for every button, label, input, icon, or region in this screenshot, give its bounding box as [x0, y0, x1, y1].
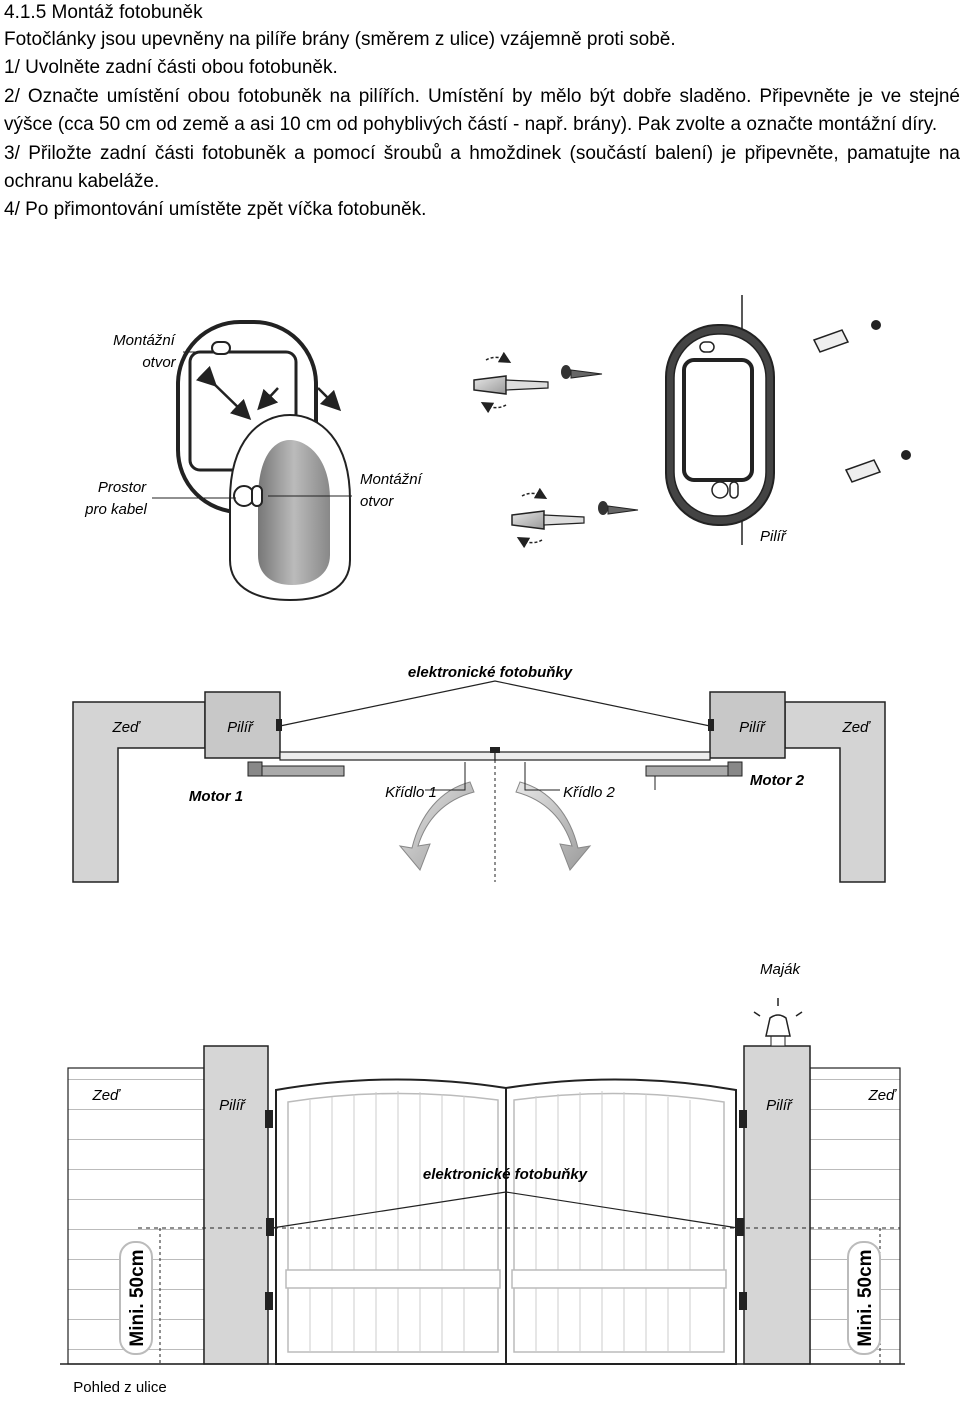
instructions-text: 4.1.5 Montáž fotobuněk Fotočlánky jsou u…	[4, 0, 960, 225]
label-motor-1: Motor 1	[189, 788, 243, 805]
gate-top-view-figure: elektronické fotobuňky Zeď Pilíř Pilíř Z…	[72, 664, 886, 883]
motor-1	[247, 761, 345, 777]
opening-arrow-left	[398, 781, 475, 871]
label-min-height-left: Mini. 50cm	[127, 1249, 148, 1346]
label-cable-space-1: Prostor	[98, 479, 147, 496]
label-motor-2: Motor 2	[750, 772, 805, 789]
label-cable-space-2: pro kabel	[84, 501, 147, 518]
label-wall-left: Zeď	[92, 1087, 122, 1104]
paragraph-step-2: 2/ Označte umístění obou fotobuněk na pi…	[4, 85, 960, 136]
pillar-right	[709, 691, 786, 759]
screw-set-upper	[473, 320, 881, 414]
pillar-left	[204, 691, 281, 759]
label-beacon: Maják	[760, 961, 802, 978]
min-height-left: Mini. 50cm	[119, 1241, 153, 1355]
gate-street-view-figure: Mini. 50cm Mini. 50cm Maják Zeď Pilíř Pi…	[60, 961, 905, 1396]
photocell-mounting-figure: Montážní otvor Prostor pro kabel Montážn…	[84, 295, 911, 602]
photocell-mounted	[665, 324, 775, 526]
gate-leaves	[275, 1078, 737, 1365]
motor-2	[645, 761, 743, 777]
label-pillar-right: Pilíř	[739, 719, 767, 736]
paragraph-step-4: 4/ Po přimontování umístěte zpět víčka f…	[4, 199, 427, 221]
photocell-left-marker	[276, 719, 282, 731]
photocell-right	[736, 1218, 744, 1236]
label-pillar-right: Pilíř	[766, 1097, 794, 1114]
label-pillar: Pilíř	[760, 528, 788, 545]
paragraph-step-3: 3/ Přiložte zadní části fotobuněk a pomo…	[4, 142, 960, 193]
label-photocells-top: elektronické fotobuňky	[408, 664, 573, 681]
photocell-left	[266, 1218, 274, 1236]
label-wing-2: Křídlo 2	[563, 784, 615, 801]
gate-wing-1	[279, 751, 496, 761]
paragraph-intro: Fotočlánky jsou upevněny na pilíře brány…	[4, 29, 676, 50]
label-view-caption: Pohled z ulice	[73, 1379, 166, 1396]
label-mount-hole-top-2: otvor	[142, 354, 176, 371]
label-pillar-left: Pilíř	[219, 1097, 247, 1114]
photocell-beam	[279, 680, 711, 727]
paragraph-step-1: 1/ Uvolněte zadní části obou fotobuněk.	[4, 57, 338, 79]
section-heading: 4.1.5 Montáž fotobuněk	[4, 2, 203, 23]
photocell-cover	[229, 387, 351, 602]
label-wall-right: Zeď	[842, 719, 872, 736]
min-height-right: Mini. 50cm	[847, 1241, 881, 1355]
gate-wing-2	[494, 751, 711, 761]
label-mount-hole-mid-2: otvor	[360, 493, 394, 510]
label-wing-1: Křídlo 1	[385, 784, 437, 801]
photocell-beam	[271, 1191, 739, 1229]
label-wall-right: Zeď	[868, 1087, 898, 1104]
pillar-left	[203, 1045, 269, 1365]
photocell-right-marker	[708, 719, 714, 731]
beacon	[753, 998, 803, 1047]
label-wall-left: Zeď	[112, 719, 142, 736]
label-photocells-street: elektronické fotobuňky	[423, 1166, 588, 1183]
screw-set-lower	[511, 450, 911, 549]
label-mount-hole-mid-1: Montážní	[360, 471, 424, 488]
label-mount-hole-top-1: Montážní	[113, 332, 177, 349]
label-pillar-left: Pilíř	[227, 719, 255, 736]
opening-arrow-right	[515, 781, 592, 871]
pillar-right	[743, 1045, 811, 1365]
label-min-height-right: Mini. 50cm	[855, 1249, 876, 1346]
wall-right	[784, 701, 886, 883]
